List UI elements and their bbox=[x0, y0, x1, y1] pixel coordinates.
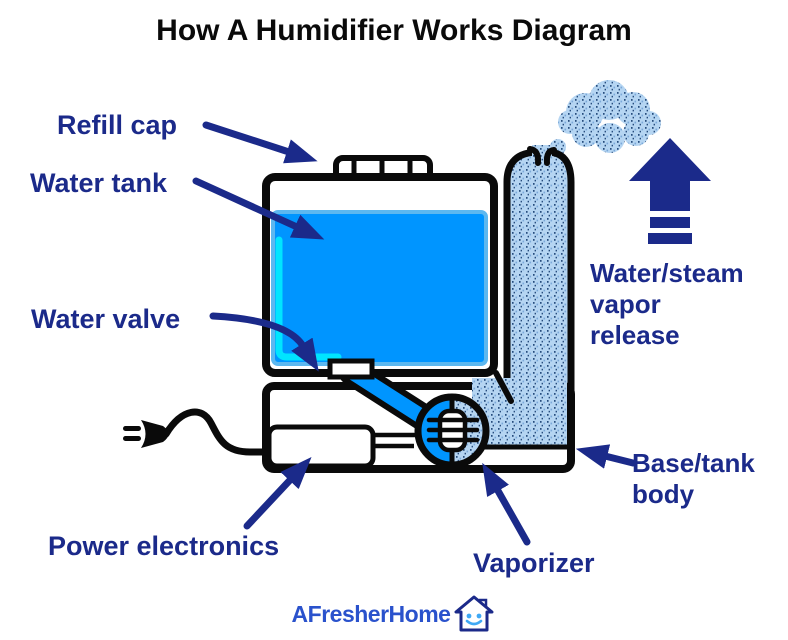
arrow-refill-cap bbox=[202, 121, 318, 164]
label-vaporizer: Vaporizer bbox=[473, 548, 595, 578]
label-water-tank: Water tank bbox=[30, 168, 168, 198]
arrow-water-tank bbox=[192, 177, 325, 240]
steam-cloud-icon bbox=[544, 80, 661, 162]
up-arrow-icon bbox=[629, 138, 711, 244]
water-highlight bbox=[275, 236, 342, 361]
label-line: release bbox=[590, 320, 680, 350]
wire-channel bbox=[374, 432, 416, 449]
logo: AFresherHome bbox=[0, 594, 788, 634]
label-line: vapor bbox=[590, 289, 661, 319]
label-refill-cap: Refill cap bbox=[57, 110, 178, 140]
page-title: How A Humidifier Works Diagram bbox=[156, 14, 632, 47]
label-line: Base/tank bbox=[632, 448, 755, 478]
logo-text: AFresherHome bbox=[291, 600, 451, 627]
label-vapor-release: Water/steam vapor release bbox=[590, 258, 744, 351]
house-smiley-icon bbox=[454, 595, 494, 632]
label-line: Water/steam bbox=[590, 258, 744, 288]
label-power-electronics: Power electronics bbox=[48, 531, 280, 561]
label-base-body: Base/tank body bbox=[632, 448, 755, 510]
water-valve-shape bbox=[327, 358, 375, 380]
pointer-arrows bbox=[192, 121, 637, 546]
vaporizer-shape bbox=[414, 393, 490, 469]
label-line: body bbox=[632, 479, 695, 509]
tank-water bbox=[271, 210, 488, 366]
vapor-tube bbox=[503, 145, 575, 404]
label-water-valve: Water valve bbox=[31, 304, 181, 334]
arrow-base-body bbox=[575, 444, 637, 469]
arrow-vaporizer bbox=[482, 462, 531, 546]
arrow-water-valve bbox=[209, 312, 319, 372]
power-electronics-box bbox=[266, 424, 376, 469]
arrow-power-electronics bbox=[243, 457, 312, 530]
power-plug-icon bbox=[123, 408, 267, 456]
